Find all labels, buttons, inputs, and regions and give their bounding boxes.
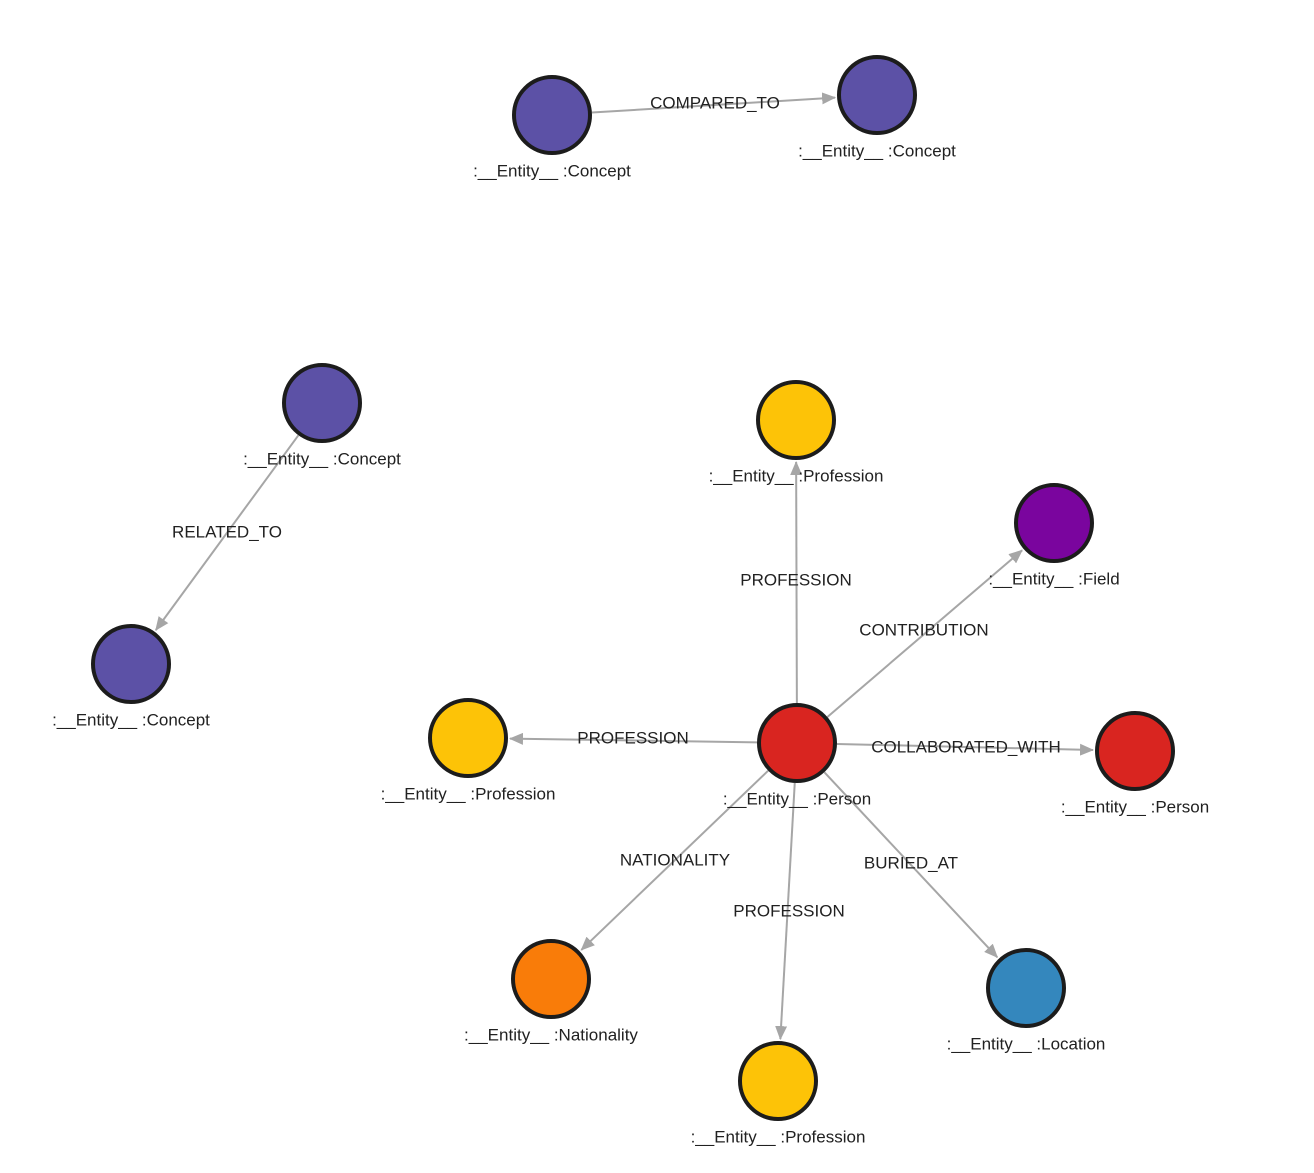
graph-node-person[interactable] <box>1095 711 1175 791</box>
relationship-label-profession[interactable]: PROFESSION <box>733 902 844 921</box>
node-caption: :__Entity__ :Location <box>947 1035 1106 1054</box>
relationship-label-profession[interactable]: PROFESSION <box>740 571 851 590</box>
relationship-line-collaborated_with[interactable] <box>836 742 1095 756</box>
node-caption: :__Entity__ :Concept <box>798 142 956 161</box>
graph-node-concept[interactable] <box>837 55 917 135</box>
graph-node-profession[interactable] <box>738 1041 818 1121</box>
node-caption: :__Entity__ :Profession <box>381 785 556 804</box>
graph-node-concept[interactable] <box>512 75 592 155</box>
graph-node-group: :__Entity__ :Person <box>1061 711 1209 817</box>
graph-node-nationality[interactable] <box>511 939 591 1019</box>
graph-node-group: :__Entity__ :Person <box>723 703 871 809</box>
graph-node-location[interactable] <box>986 948 1066 1028</box>
graph-node-group: :__Entity__ :Profession <box>381 698 556 804</box>
node-caption: :__Entity__ :Field <box>988 570 1119 589</box>
node-caption: :__Entity__ :Profession <box>691 1128 866 1147</box>
relationship-line-contribution[interactable] <box>826 549 1023 718</box>
relationship-label-nationality[interactable]: NATIONALITY <box>620 851 730 870</box>
relationship-line-profession[interactable] <box>508 732 758 745</box>
relationship-label-buried_at[interactable]: BURIED_AT <box>864 854 958 873</box>
node-caption: :__Entity__ :Person <box>1061 798 1209 817</box>
graph-node-group: :__Entity__ :Field <box>988 483 1120 589</box>
graph-node-group: :__Entity__ :Concept <box>473 75 631 181</box>
graph-node-group: :__Entity__ :Nationality <box>464 939 638 1045</box>
relationship-label-contribution[interactable]: CONTRIBUTION <box>859 621 988 640</box>
relationship-line-buried_at[interactable] <box>823 771 999 959</box>
relationship-label-profession[interactable]: PROFESSION <box>577 729 688 748</box>
graph-node-field[interactable] <box>1014 483 1094 563</box>
node-caption: :__Entity__ :Nationality <box>464 1026 638 1045</box>
graph-node-group: :__Entity__ :Concept <box>243 363 401 469</box>
relationship-line-nationality[interactable] <box>580 769 769 951</box>
relationship-label-collaborated_with[interactable]: COLLABORATED_WITH <box>871 738 1061 757</box>
node-caption: :__Entity__ :Person <box>723 790 871 809</box>
graph-node-profession[interactable] <box>756 380 836 460</box>
relationship-label-compared_to[interactable]: COMPARED_TO <box>650 94 780 113</box>
graph-node-person[interactable] <box>757 703 837 783</box>
graph-node-concept[interactable] <box>282 363 362 443</box>
graph-node-group: :__Entity__ :Concept <box>798 55 956 161</box>
relationship-line-compared_to[interactable] <box>591 92 837 114</box>
edge-label-layer: COMPARED_TO RELATED_TO PROFESSION CONTRIBUT… <box>172 94 1061 921</box>
relationship-line-profession[interactable] <box>775 782 796 1041</box>
edge-layer <box>154 92 1095 1041</box>
graph-node-group: :__Entity__ :Concept <box>52 624 210 730</box>
relationship-label-related_to[interactable]: RELATED_TO <box>172 523 282 542</box>
relationship-line-profession[interactable] <box>790 460 803 704</box>
graph-node-concept[interactable] <box>91 624 171 704</box>
node-caption: :__Entity__ :Profession <box>709 467 884 486</box>
graph-node-profession[interactable] <box>428 698 508 778</box>
node-caption: :__Entity__ :Concept <box>243 450 401 469</box>
relationship-line-related_to[interactable] <box>154 434 300 631</box>
graph-node-group: :__Entity__ :Profession <box>691 1041 866 1147</box>
node-caption: :__Entity__ :Concept <box>473 162 631 181</box>
node-caption: :__Entity__ :Concept <box>52 711 210 730</box>
graph-node-group: :__Entity__ :Profession <box>709 380 884 486</box>
node-layer: :__Entity__ :Concept :__Entity__ :Concept… <box>52 55 1209 1147</box>
graph-node-group: :__Entity__ :Location <box>947 948 1106 1054</box>
